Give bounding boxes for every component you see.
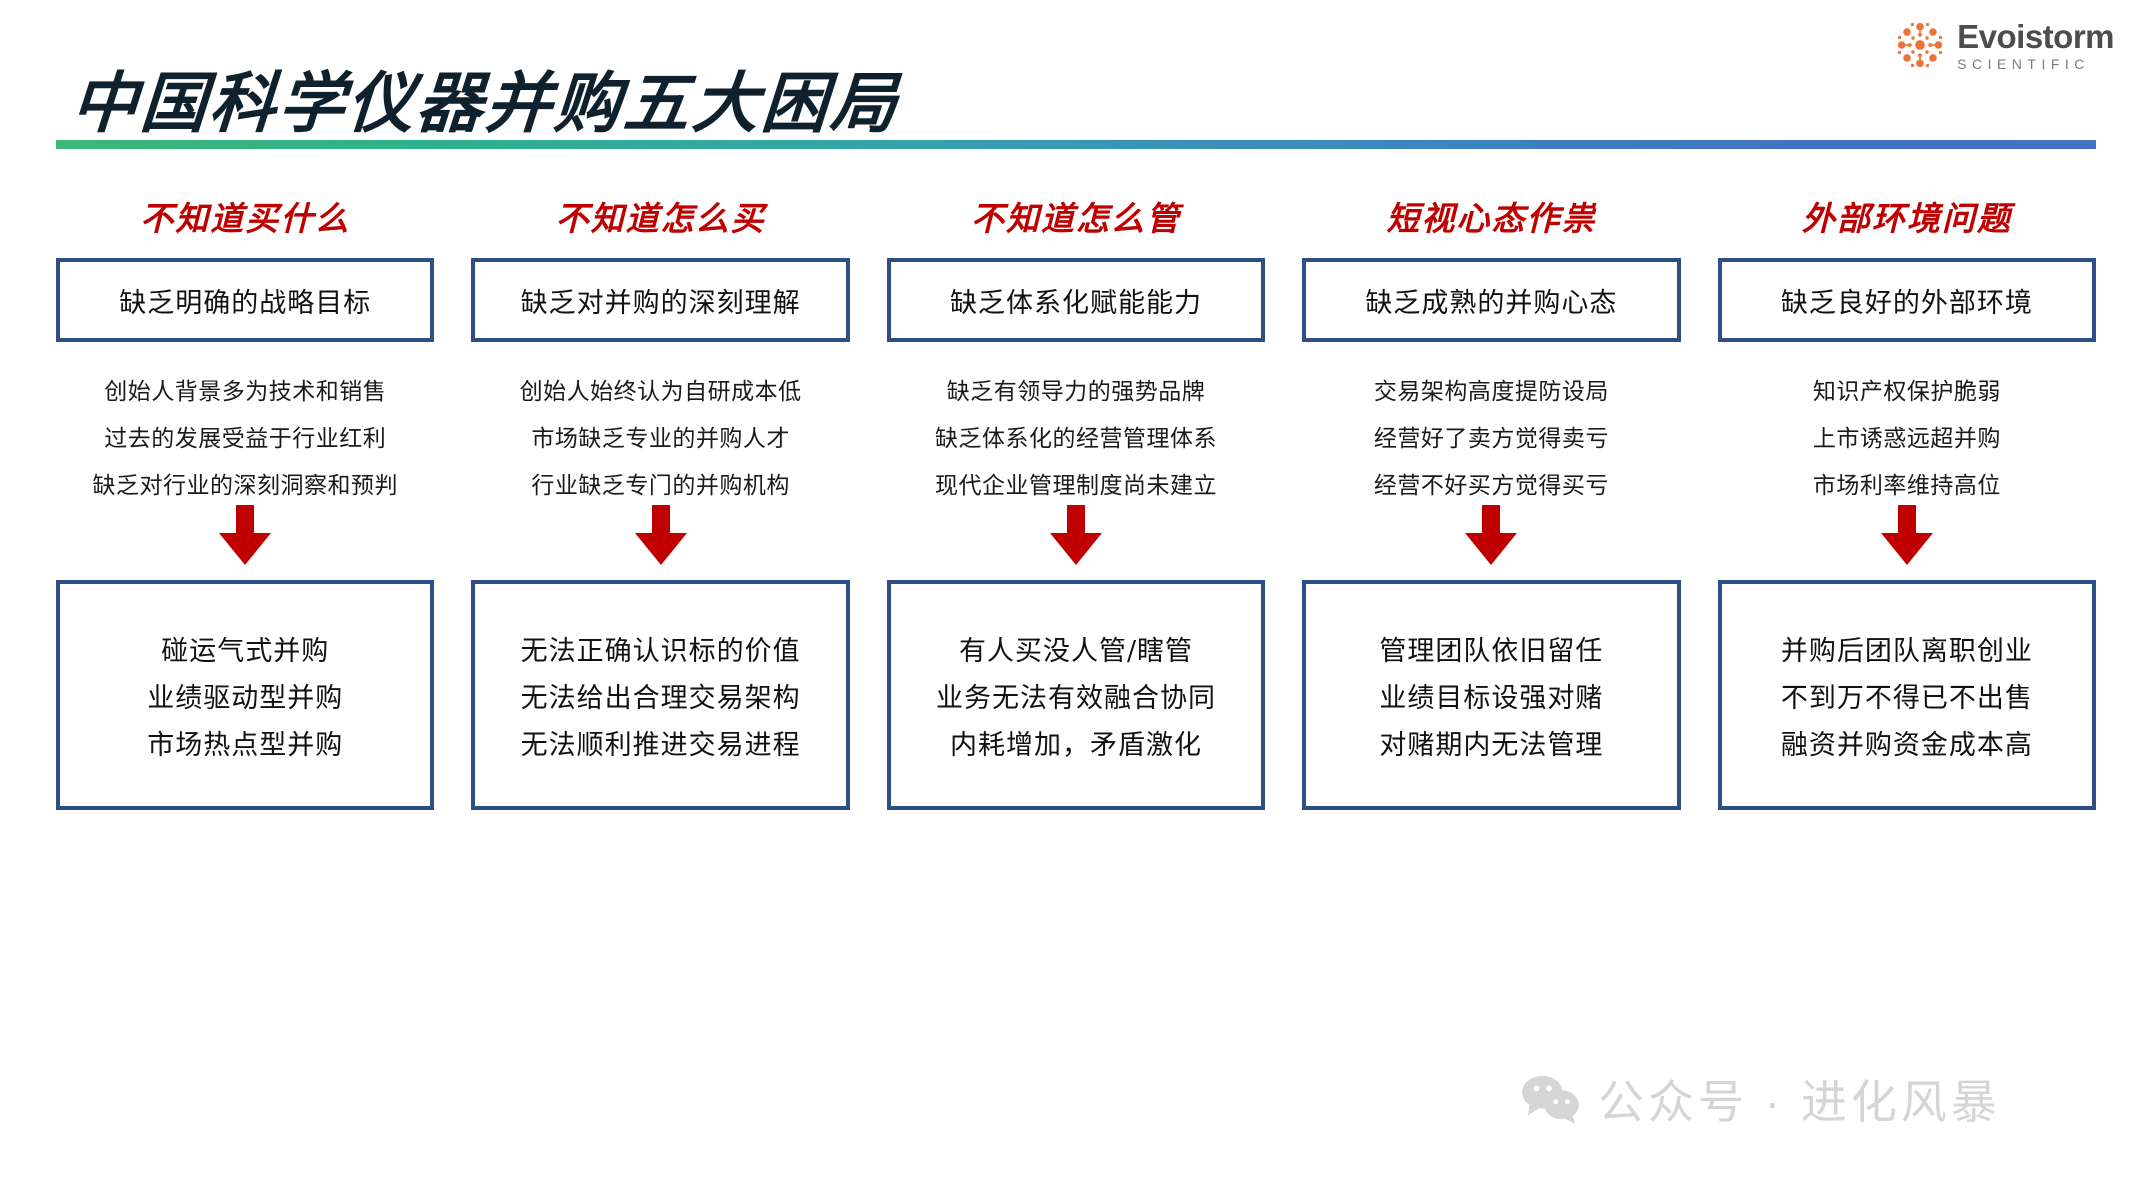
- column-3-outcome-2: 业务无法有效融合协同: [936, 682, 1217, 714]
- brand-tagline: SCIENTIFIC: [1957, 55, 2090, 72]
- column-2-bullet-2: 市场缺乏专业的并购人才: [531, 426, 790, 452]
- column-2-bottom-box: 无法正确认识标的价值 无法给出合理交易架构 无法顺利推进交易进程: [471, 580, 850, 810]
- brand-wordmark: Evoistorm SCIENTIFIC: [1957, 20, 2114, 71]
- watermark-text: 公众号 · 进化风暴: [1598, 1076, 2001, 1128]
- column-1-header: 不知道买什么: [140, 199, 351, 238]
- column-2-outcome-3: 无法顺利推进交易进程: [520, 729, 801, 761]
- column-1-bullet-3: 缺乏对行业的深刻洞察和预判: [92, 473, 398, 499]
- column-5-header: 外部环境问题: [1801, 199, 2012, 238]
- column-5-bullet-3: 市场利率维持高位: [1812, 473, 2001, 499]
- column-1-outcome-1: 碰运气式并购: [161, 635, 330, 667]
- column-1-bullets: 创始人背景多为技术和销售 过去的发展受益于行业红利 缺乏对行业的深刻洞察和预判: [56, 372, 434, 499]
- column-4-header: 短视心态作祟: [1386, 199, 1597, 238]
- column-5-outcome-2: 不到万不得已不出售: [1780, 682, 2033, 714]
- column-2-bullet-3: 行业缺乏专门的并购机构: [531, 473, 790, 499]
- column-1-top-box-label: 缺乏明确的战略目标: [119, 287, 372, 319]
- column-5-bullets: 知识产权保护脆弱 上市诱惑远超并购 市场利率维持高位: [1718, 372, 2096, 499]
- column-2-arrow-wrap: [471, 492, 849, 580]
- column-1-bottom-box: 碰运气式并购 业绩驱动型并购 市场热点型并购: [56, 580, 435, 810]
- column-4-arrow-wrap: [1302, 492, 1680, 580]
- column-2-outcome-2: 无法给出合理交易架构: [520, 682, 801, 714]
- column-2-top-box: 缺乏对并购的深刻理解: [471, 258, 850, 342]
- column-5-outcome-3: 融资并购资金成本高: [1780, 729, 2033, 761]
- column-5-bullet-1: 知识产权保护脆弱: [1812, 379, 2001, 405]
- column-1-bullet-2: 过去的发展受益于行业红利: [104, 426, 387, 452]
- column-5-bullet-2: 上市诱惑远超并购: [1812, 426, 2001, 452]
- column-3-arrow-wrap: [887, 492, 1265, 580]
- column-3-outcome-3: 内耗增加，矛盾激化: [950, 729, 1203, 761]
- column-1: 不知道买什么 缺乏明确的战略目标 创始人背景多为技术和销售 过去的发展受益于行业…: [56, 180, 435, 810]
- down-arrow-icon: [1050, 505, 1103, 565]
- column-5-outcome-1: 并购后团队离职创业: [1780, 635, 2033, 667]
- molecule-burst-icon: [1897, 22, 1943, 68]
- down-arrow-icon: [1880, 505, 1933, 565]
- columns-container: 不知道买什么 缺乏明确的战略目标 创始人背景多为技术和销售 过去的发展受益于行业…: [56, 180, 2097, 810]
- column-1-outcome-2: 业绩驱动型并购: [147, 682, 344, 714]
- down-arrow-icon: [1465, 505, 1518, 565]
- column-4: 短视心态作祟 缺乏成熟的并购心态 交易架构高度提防设局 经营好了卖方觉得卖亏 经…: [1302, 180, 1681, 810]
- column-1-outcome-3: 市场热点型并购: [147, 729, 344, 761]
- wechat-icon: [1522, 1075, 1579, 1125]
- column-2-outcome-1: 无法正确认识标的价值: [520, 635, 801, 667]
- column-5: 外部环境问题 缺乏良好的外部环境 知识产权保护脆弱 上市诱惑远超并购 市场利率维…: [1717, 180, 2097, 810]
- brand-logo: Evoistorm SCIENTIFIC: [1893, 18, 2114, 72]
- column-1-arrow-wrap: [56, 492, 434, 580]
- column-3-bottom-box: 有人买没人管/瞎管 业务无法有效融合协同 内耗增加，矛盾激化: [886, 580, 1266, 810]
- column-5-bottom-box: 并购后团队离职创业 不到万不得已不出售 融资并购资金成本高: [1717, 580, 2097, 810]
- watermark: 公众号 · 进化风暴: [1520, 1066, 2001, 1132]
- column-4-bullet-3: 经营不好买方觉得买亏: [1373, 473, 1609, 499]
- column-2: 不知道怎么买 缺乏对并购的深刻理解 创始人始终认为自研成本低 市场缺乏专业的并购…: [471, 180, 850, 810]
- column-3-bullet-1: 缺乏有领导力的强势品牌: [946, 379, 1206, 405]
- column-4-bottom-box: 管理团队依旧留任 业绩目标设强对赌 对赌期内无法管理: [1302, 580, 1681, 810]
- column-3-top-box-label: 缺乏体系化赋能能力: [950, 287, 1203, 319]
- column-5-arrow-wrap: [1718, 492, 2096, 580]
- column-5-top-box-label: 缺乏良好的外部环境: [1780, 287, 2033, 319]
- column-4-top-box-label: 缺乏成熟的并购心态: [1365, 287, 1618, 319]
- column-2-header: 不知道怎么买: [555, 199, 766, 238]
- column-4-bullet-2: 经营好了卖方觉得卖亏: [1373, 426, 1609, 452]
- column-1-top-box: 缺乏明确的战略目标: [56, 258, 435, 342]
- column-2-bullets: 创始人始终认为自研成本低 市场缺乏专业的并购人才 行业缺乏专门的并购机构: [471, 372, 849, 499]
- column-3-bullets: 缺乏有领导力的强势品牌 缺乏体系化的经营管理体系 现代企业管理制度尚未建立: [887, 372, 1265, 499]
- column-3-header: 不知道怎么管: [971, 199, 1182, 238]
- column-4-bullet-1: 交易架构高度提防设局: [1373, 379, 1609, 405]
- down-arrow-icon: [634, 505, 687, 565]
- column-1-bullet-1: 创始人背景多为技术和销售: [104, 379, 387, 405]
- title-underline-gradient: [56, 140, 2096, 149]
- down-arrow-icon: [219, 505, 272, 565]
- column-4-outcome-2: 业绩目标设强对赌: [1379, 682, 1604, 714]
- column-2-top-box-label: 缺乏对并购的深刻理解: [520, 287, 801, 319]
- column-5-top-box: 缺乏良好的外部环境: [1717, 258, 2097, 342]
- page-title: 中国科学仪器并购五大困局: [68, 64, 903, 142]
- brand-name: Evoistorm: [1957, 17, 2114, 55]
- column-3-bullet-2: 缺乏体系化的经营管理体系: [935, 426, 1218, 452]
- column-3-bullet-3: 现代企业管理制度尚未建立: [935, 473, 1218, 499]
- column-2-bullet-1: 创始人始终认为自研成本低: [519, 379, 802, 405]
- column-3-top-box: 缺乏体系化赋能能力: [886, 258, 1266, 342]
- column-3-outcome-1: 有人买没人管/瞎管: [958, 635, 1194, 667]
- column-4-outcome-3: 对赌期内无法管理: [1379, 729, 1604, 761]
- column-4-bullets: 交易架构高度提防设局 经营好了卖方觉得卖亏 经营不好买方觉得买亏: [1302, 372, 1680, 499]
- column-4-outcome-1: 管理团队依旧留任: [1379, 635, 1604, 667]
- column-3: 不知道怎么管 缺乏体系化赋能能力 缺乏有领导力的强势品牌 缺乏体系化的经营管理体…: [886, 180, 1266, 810]
- column-4-top-box: 缺乏成熟的并购心态: [1302, 258, 1681, 342]
